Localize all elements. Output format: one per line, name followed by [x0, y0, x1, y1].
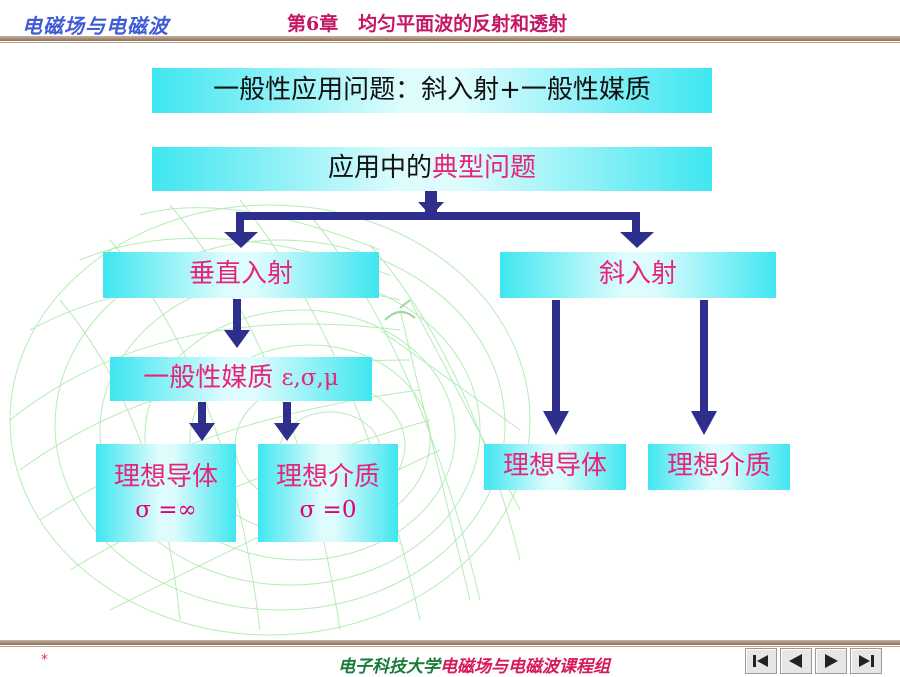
arrow-to-oblique-shaft	[632, 212, 640, 234]
ideal-conductor-box-1: 理想导体 σ =∞	[96, 444, 236, 542]
ideal-dielectric-1-label: 理想介质	[275, 461, 380, 492]
arrow-to-dielectric-1-shaft	[283, 402, 291, 425]
typical-problems-highlight: 典型问题	[432, 153, 537, 184]
header-divider	[0, 36, 900, 41]
general-medium-params: ε,σ,μ	[281, 365, 339, 392]
last-page-button[interactable]	[850, 648, 882, 674]
footer-star: *	[41, 652, 48, 668]
ideal-dielectric-2-label: 理想介质	[666, 451, 771, 482]
top-title-box: 一般性应用问题：斜入射+一般性媒质	[152, 68, 712, 113]
previous-page-icon	[789, 654, 802, 668]
typical-problems-prefix: 应用中的	[327, 153, 432, 184]
footer-divider	[0, 640, 900, 645]
arrow-to-conductor-1-shaft	[198, 402, 206, 425]
ideal-dielectric-box-1: 理想介质 σ =0	[258, 444, 398, 542]
oblique-incidence-box: 斜入射	[500, 252, 776, 298]
header-divider-line	[0, 42, 900, 43]
ideal-dielectric-1-formula: σ =0	[299, 496, 357, 523]
ideal-conductor-1-label: 理想导体	[113, 461, 218, 492]
first-page-button[interactable]	[745, 648, 777, 674]
top-title-text: 一般性应用问题：斜入射+一般性媒质	[213, 74, 651, 105]
first-page-icon	[753, 655, 768, 667]
arrow-to-dielectric-2-head	[691, 411, 717, 435]
general-medium-label: 一般性媒质	[143, 363, 274, 394]
arrow-to-conductor-2-head	[543, 411, 569, 435]
next-page-button[interactable]	[815, 648, 847, 674]
course-title: 电磁场与电磁波	[22, 14, 169, 38]
ideal-dielectric-box-2: 理想介质	[648, 444, 790, 490]
normal-incidence-box: 垂直入射	[103, 252, 379, 298]
previous-page-button[interactable]	[780, 648, 812, 674]
arrow-to-conductor-2-shaft	[552, 300, 560, 412]
arrow-to-oblique-head	[620, 232, 654, 248]
connector-horizontal	[236, 212, 640, 220]
general-medium-box: 一般性媒质 ε,σ,μ	[110, 357, 372, 401]
typical-problems-box: 应用中的典型问题	[152, 147, 712, 191]
arrow-to-dielectric-1-head	[274, 423, 300, 441]
footer-divider-line	[0, 646, 900, 647]
next-page-icon	[825, 654, 838, 668]
arrow-to-normal-shaft	[236, 212, 244, 234]
ideal-conductor-2-label: 理想导体	[502, 451, 607, 482]
footer-org: 电子科技大学	[338, 657, 440, 677]
footer-credit: 电子科技大学电磁场与电磁波课程组	[338, 652, 610, 677]
ideal-conductor-box-2: 理想导体	[484, 444, 626, 490]
chapter-title: 第6章 均匀平面波的反射和透射	[287, 13, 568, 35]
last-page-icon	[859, 655, 874, 667]
arrow-to-conductor-1-head	[189, 423, 215, 441]
oblique-incidence-label: 斜入射	[598, 259, 677, 290]
connector-stem-head	[418, 202, 444, 216]
footer-group: 电磁场与电磁波课程组	[440, 657, 610, 677]
ideal-conductor-1-formula: σ =∞	[135, 496, 197, 523]
normal-incidence-label: 垂直入射	[188, 259, 293, 290]
arrow-to-general-shaft	[233, 299, 241, 331]
arrow-to-dielectric-2-shaft	[700, 300, 708, 412]
arrow-to-general-head	[224, 330, 250, 348]
arrow-to-normal-head	[224, 232, 258, 248]
